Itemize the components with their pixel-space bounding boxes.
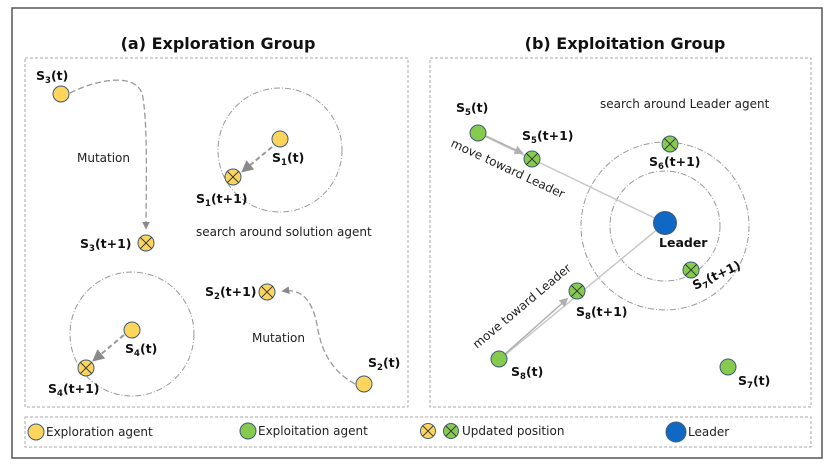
search-path-s1 — [241, 146, 273, 173]
label-s3-t: S3(t) — [36, 68, 68, 86]
label-s3-t1: S3(t+1) — [80, 236, 132, 254]
agent-s8-t1 — [568, 282, 586, 300]
agent-s5-t1 — [523, 150, 541, 168]
outer-search-circle — [580, 141, 750, 311]
legend-exploration-swatch — [27, 423, 45, 441]
label-s2-t: S2(t) — [368, 355, 400, 373]
legend-updated-exploration-swatch — [420, 423, 436, 439]
leader-label: Leader — [659, 235, 708, 250]
inner-search-circle — [609, 170, 721, 282]
legend-leader: Leader — [665, 421, 729, 443]
search-circle-s4 — [69, 271, 195, 397]
agent-s6-t1 — [661, 135, 679, 153]
agent-s4-t1 — [77, 359, 95, 377]
agent-s3-t1 — [137, 234, 155, 252]
panel-b-frame — [429, 57, 812, 408]
legend-exploitation-swatch — [239, 422, 257, 440]
label-s8-t1: S8(t+1) — [576, 304, 628, 322]
legend-updated: Updated position — [420, 423, 564, 439]
mutation-path-s3 — [69, 79, 150, 230]
label-s1-t: S1(t) — [272, 150, 304, 168]
outer-frame — [11, 7, 823, 459]
legend-leader-swatch — [665, 421, 687, 443]
label-s1-t1: S1(t+1) — [196, 191, 248, 209]
label-s4-t: S4(t) — [125, 341, 157, 359]
label-s5-t: S5(t) — [456, 100, 488, 118]
mutation-label-1: Mutation — [77, 151, 130, 165]
path-s5-to-leader — [477, 132, 666, 224]
label-s7-t: S7(t) — [738, 373, 770, 391]
panel-a-title: (a) Exploration Group — [121, 34, 316, 53]
arrow-s8 — [504, 297, 569, 355]
label-s4-t1: S4(t+1) — [48, 381, 100, 399]
agent-s4-t — [123, 321, 141, 339]
panel-a-frame — [24, 57, 409, 408]
arrow-s5 — [485, 135, 524, 154]
agent-s8-t — [490, 350, 508, 368]
label-s8-t: S8(t) — [511, 364, 543, 382]
label-s6-t1: S6(t+1) — [649, 154, 701, 172]
leader-agent — [653, 211, 677, 235]
search-path-s4 — [92, 334, 125, 362]
panel-b-title: (b) Exploitation Group — [525, 34, 726, 53]
search-around-solution-label: search around solution agent — [196, 225, 372, 239]
legend-exploration-label: Exploration agent — [46, 425, 153, 439]
agent-s5-t — [469, 124, 487, 142]
agent-s7-t — [719, 358, 737, 376]
legend-frame — [24, 416, 812, 448]
legend-leader-label: Leader — [688, 425, 729, 439]
agent-s2-t1 — [258, 283, 276, 301]
agent-s1-t — [271, 130, 289, 148]
label-s2-t1: S2(t+1) — [205, 284, 257, 302]
search-circle-s1 — [217, 87, 343, 213]
agent-s2-t — [355, 375, 373, 393]
mutation-label-2: Mutation — [252, 331, 305, 345]
legend-exploration: Exploration agent — [27, 423, 153, 441]
agent-s7-t1 — [682, 261, 700, 279]
agent-s3-t — [52, 85, 70, 103]
mutation-path-s2 — [281, 286, 356, 385]
search-around-leader-label: search around Leader agent — [600, 97, 770, 111]
legend-updated-exploitation-swatch — [443, 423, 459, 439]
legend-exploitation-label: Exploitation agent — [258, 424, 368, 438]
legend-exploitation: Exploitation agent — [239, 422, 368, 440]
legend-updated-label: Updated position — [462, 424, 564, 438]
agent-s1-t1 — [224, 168, 242, 186]
label-s5-t1: S5(t+1) — [522, 128, 574, 146]
